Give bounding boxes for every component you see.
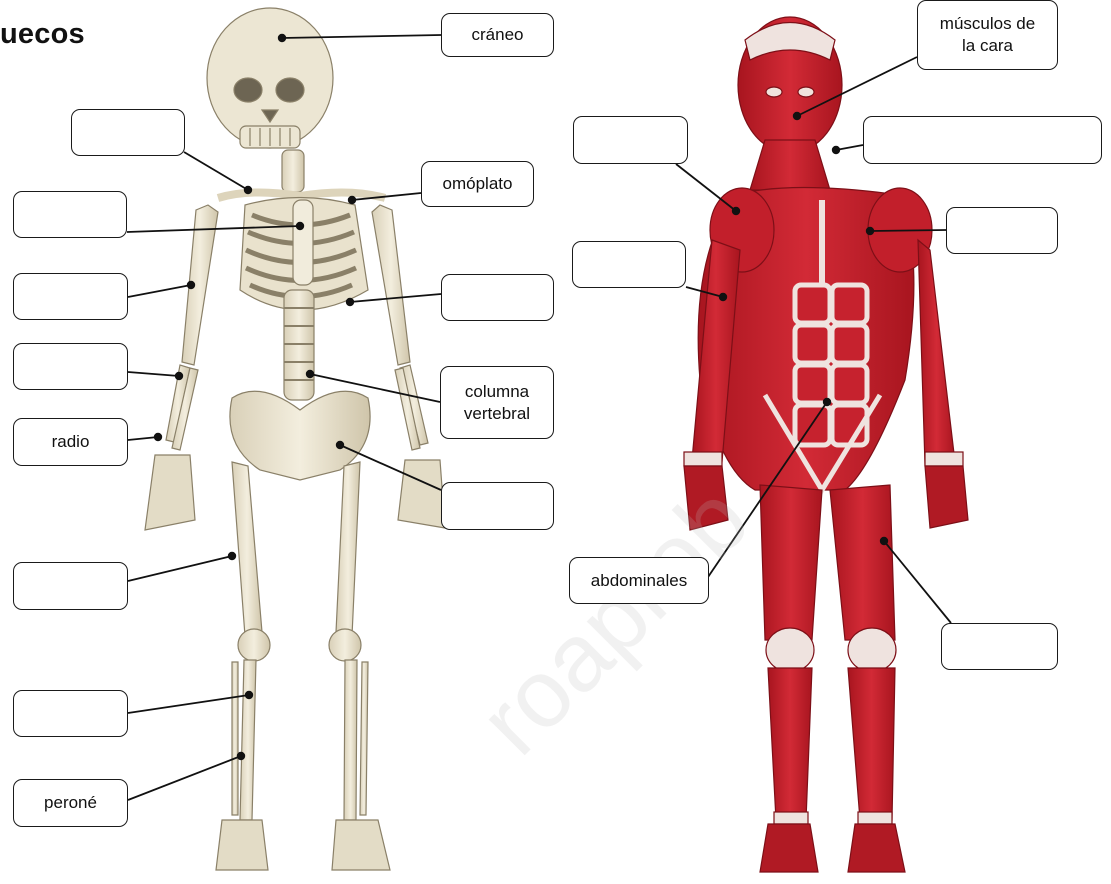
skeleton-figure <box>145 8 445 870</box>
blank-label-biceps[interactable] <box>572 241 686 288</box>
blank-label-pectoral[interactable] <box>946 207 1058 254</box>
leader-line-clavicula <box>184 152 248 190</box>
leader-dot-pectoral <box>866 227 874 235</box>
blank-label-cuadriceps[interactable] <box>941 623 1058 670</box>
blank-label-costillas[interactable] <box>441 274 554 321</box>
leader-line-femur <box>128 556 232 581</box>
leader-line-tibia <box>128 695 249 713</box>
leader-dot-tibia <box>245 691 253 699</box>
label-perone: peroné <box>13 779 128 827</box>
leader-line-perone <box>128 756 241 800</box>
label-columna-vertebral: columna vertebral <box>440 366 554 439</box>
leader-line-pectoral <box>870 230 946 231</box>
leader-dot-pelvis <box>336 441 344 449</box>
leader-line-cubito <box>128 372 179 376</box>
label-craneo: cráneo <box>441 13 554 57</box>
leader-dot-humero <box>187 281 195 289</box>
leader-dot-craneo <box>278 34 286 42</box>
leader-dot-cuadriceps <box>880 537 888 545</box>
blank-label-esternon[interactable] <box>13 191 127 238</box>
leader-dot-esternon <box>296 222 304 230</box>
leader-line-deltoides <box>676 164 736 211</box>
leader-dot-deltoides <box>732 207 740 215</box>
leader-dot-biceps <box>719 293 727 301</box>
blank-label-tibia[interactable] <box>13 690 128 737</box>
leader-dot-abdominales <box>823 398 831 406</box>
blank-label-cubito[interactable] <box>13 343 128 390</box>
blank-label-cuello[interactable] <box>863 116 1102 164</box>
blank-label-pelvis[interactable] <box>441 482 554 530</box>
leader-line-radio <box>128 437 158 440</box>
leader-dot-columna <box>306 370 314 378</box>
leader-dot-cuello <box>832 146 840 154</box>
leader-dot-radio <box>154 433 162 441</box>
leader-dot-femur <box>228 552 236 560</box>
leader-dot-perone <box>237 752 245 760</box>
blank-label-deltoides[interactable] <box>573 116 688 164</box>
label-radio: radio <box>13 418 128 466</box>
label-musculos-cara: músculos de la cara <box>917 0 1058 70</box>
leader-dot-clavicula <box>244 186 252 194</box>
leader-dot-cubito <box>175 372 183 380</box>
leader-dot-omoplato <box>348 196 356 204</box>
leader-line-humero <box>128 285 191 297</box>
blank-label-humero[interactable] <box>13 273 128 320</box>
blank-label-clavicula[interactable] <box>71 109 185 156</box>
leader-dot-cara <box>793 112 801 120</box>
blank-label-femur[interactable] <box>13 562 128 610</box>
label-abdominales: abdominales <box>569 557 709 604</box>
label-omoplato: omóplato <box>421 161 534 207</box>
leader-dot-costillas <box>346 298 354 306</box>
